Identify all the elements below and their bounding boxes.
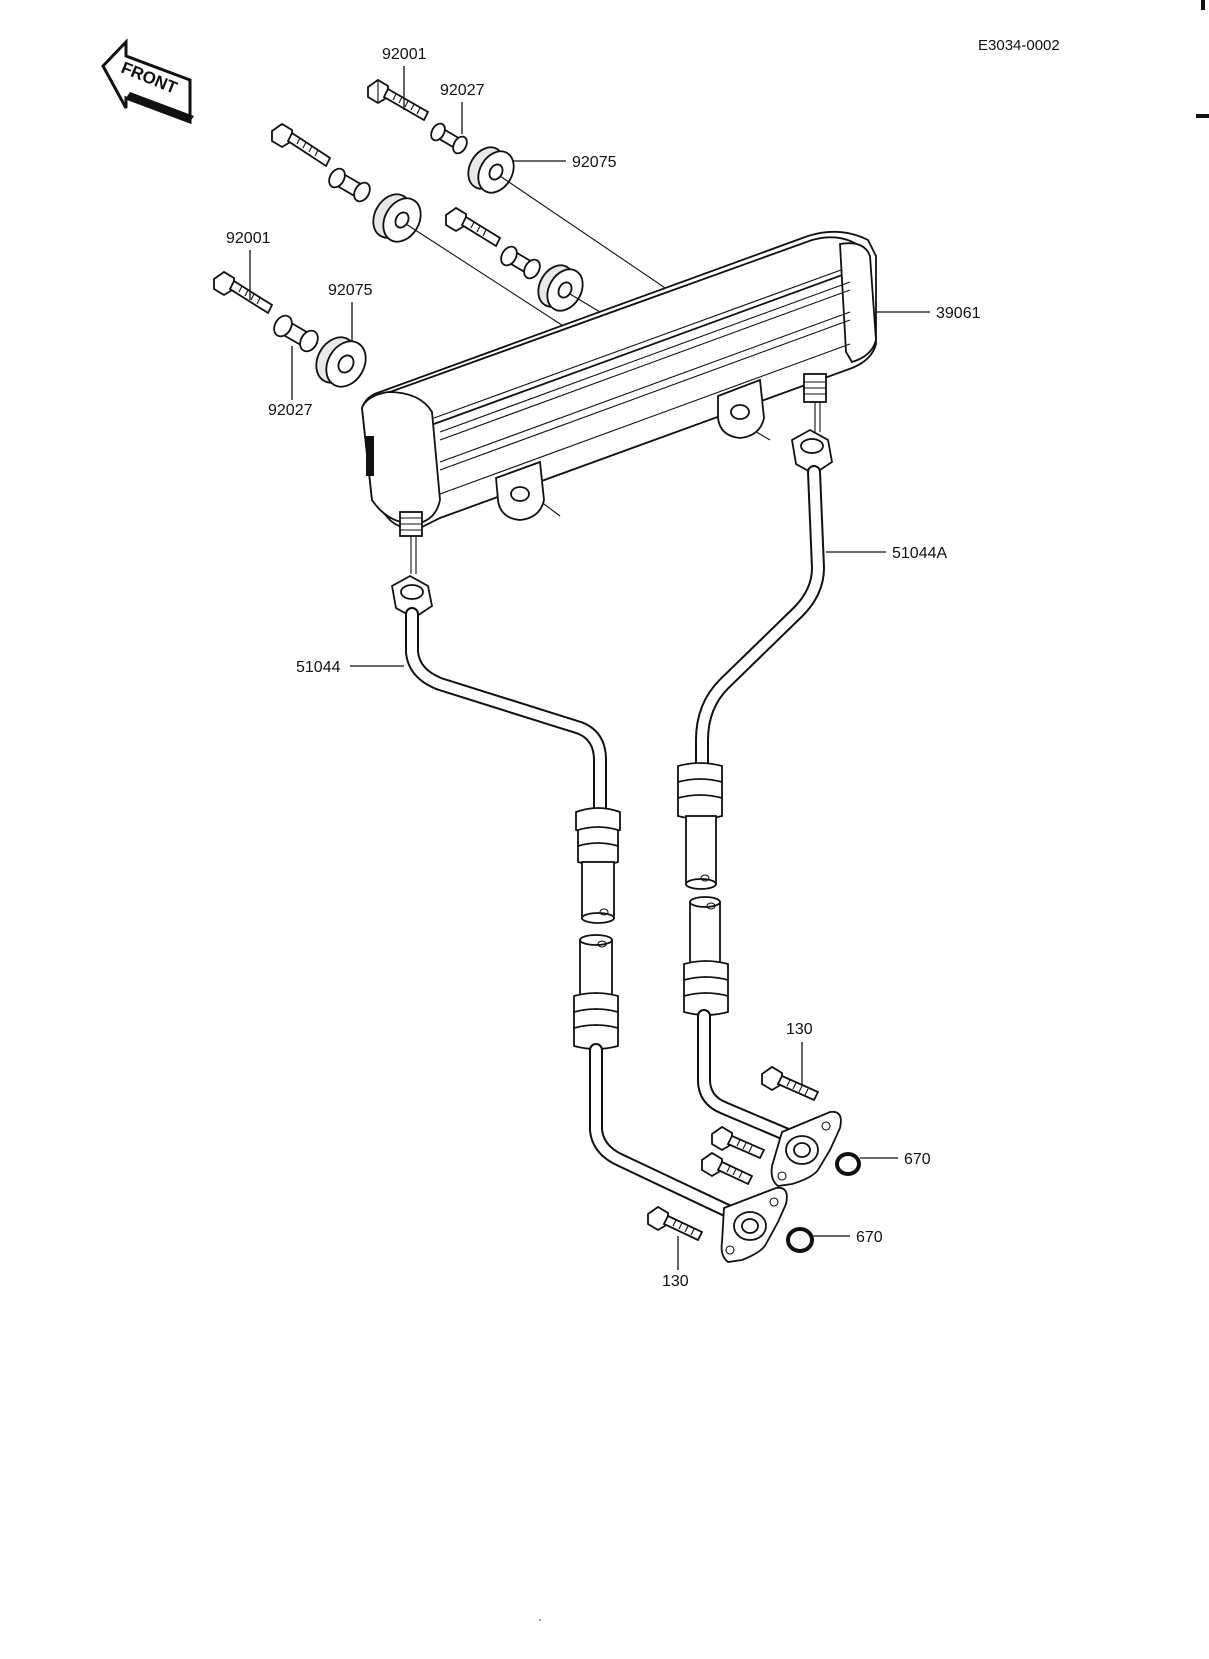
- bolt-mid-2: [701, 1151, 754, 1186]
- label-51044A: 51044A: [892, 545, 947, 562]
- collar-second: [328, 167, 371, 203]
- fuel-rail-39061: [361, 230, 877, 574]
- grommet-second: [372, 193, 422, 243]
- o-ring-670-right: [835, 1152, 861, 1176]
- label-92001-left: 92001: [226, 230, 271, 247]
- flange-right: [770, 1110, 842, 1187]
- bolt-mid-1: [711, 1125, 766, 1160]
- collar-third: [500, 245, 541, 280]
- label-670-right: 670: [904, 1151, 931, 1168]
- label-39061: 39061: [936, 305, 981, 322]
- grommet-third: [537, 264, 584, 312]
- bolt-third: [445, 206, 502, 248]
- grommet-92075-top: [467, 146, 515, 194]
- label-51044: 51044: [296, 659, 341, 676]
- o-ring-670-left: [786, 1227, 814, 1253]
- bolt-second: [271, 122, 332, 168]
- fuel-pipe-51044: [390, 574, 737, 1219]
- fuel-pipe-51044A: [677, 428, 833, 1143]
- flange-left: [720, 1186, 788, 1263]
- bolt-130-left: [647, 1205, 704, 1242]
- label-130-left: 130: [662, 1273, 689, 1290]
- label-92075-top: 92075: [572, 154, 617, 171]
- label-92027-left: 92027: [268, 402, 313, 419]
- label-92001-top: 92001: [382, 46, 427, 63]
- collar-92027-left: [273, 314, 319, 353]
- label-92075-left: 92075: [328, 282, 373, 299]
- collar-92027-top: [430, 122, 468, 155]
- label-92027-top: 92027: [440, 82, 485, 99]
- bolt-130-right: [761, 1065, 820, 1102]
- bolt-92001-top: [367, 78, 430, 122]
- front-arrow-icon: FRONT: [101, 38, 194, 125]
- grommet-92075-left: [315, 336, 367, 388]
- bolt-92001-left: [213, 270, 274, 315]
- label-670-left: 670: [856, 1229, 883, 1246]
- diagram-code: E3034-0002: [978, 37, 1060, 54]
- label-130-right: 130: [786, 1021, 813, 1038]
- page-speck: [539, 1619, 541, 1621]
